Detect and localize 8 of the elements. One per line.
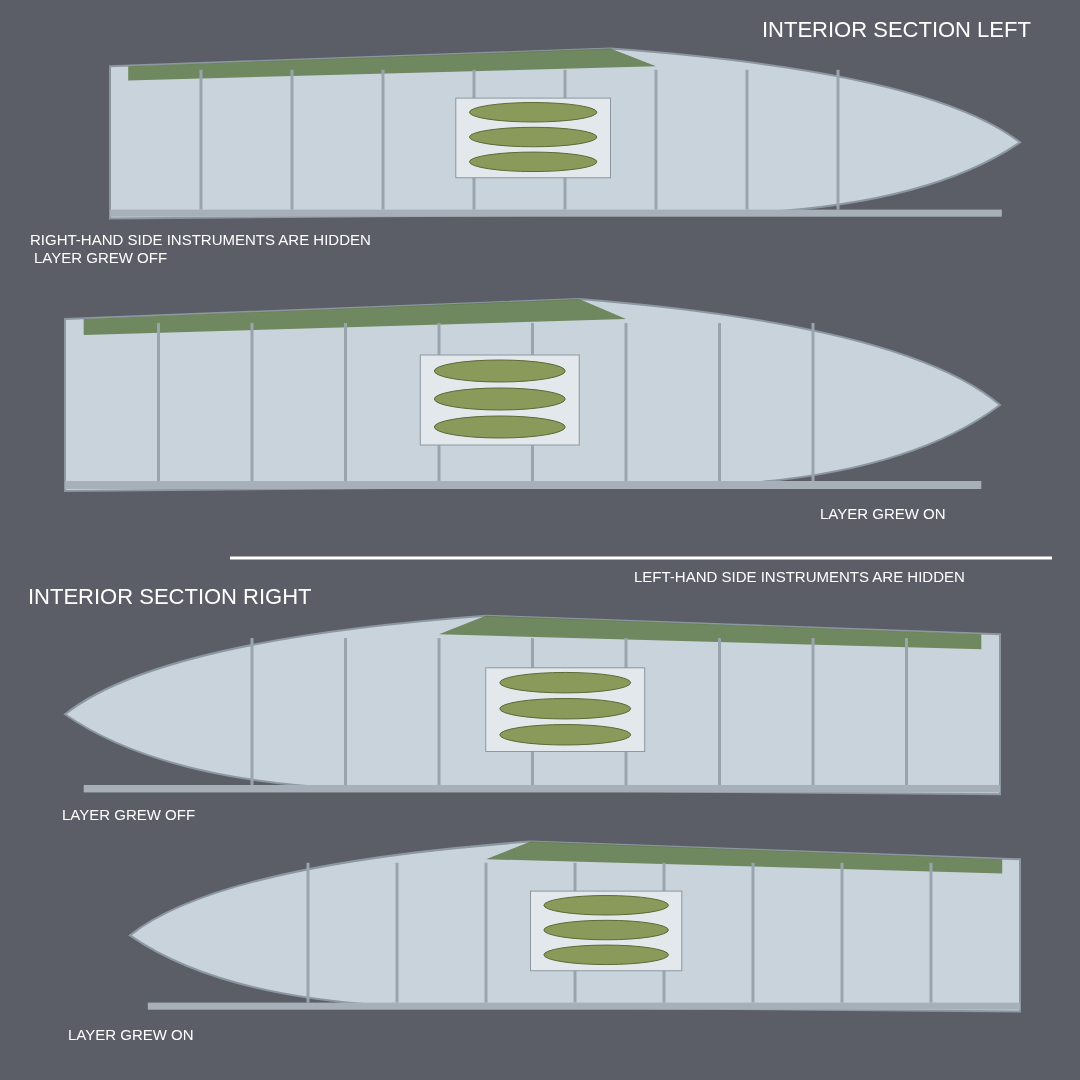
caption-note: LAYER GREW OFF <box>62 807 196 824</box>
caption-note: LEFT-HAND SIDE INSTRUMENTS ARE HIDDEN <box>634 569 965 586</box>
caption-note: LAYER GREW ON <box>820 506 946 523</box>
section-heading: INTERIOR SECTION RIGHT <box>28 585 312 610</box>
section-heading: INTERIOR SECTION LEFT <box>762 18 1031 43</box>
caption-note: LAYER GREW ON <box>68 1027 194 1044</box>
caption-note: RIGHT-HAND SIDE INSTRUMENTS ARE HIDDEN <box>30 232 371 249</box>
caption-note: LAYER GREW OFF <box>34 250 168 267</box>
